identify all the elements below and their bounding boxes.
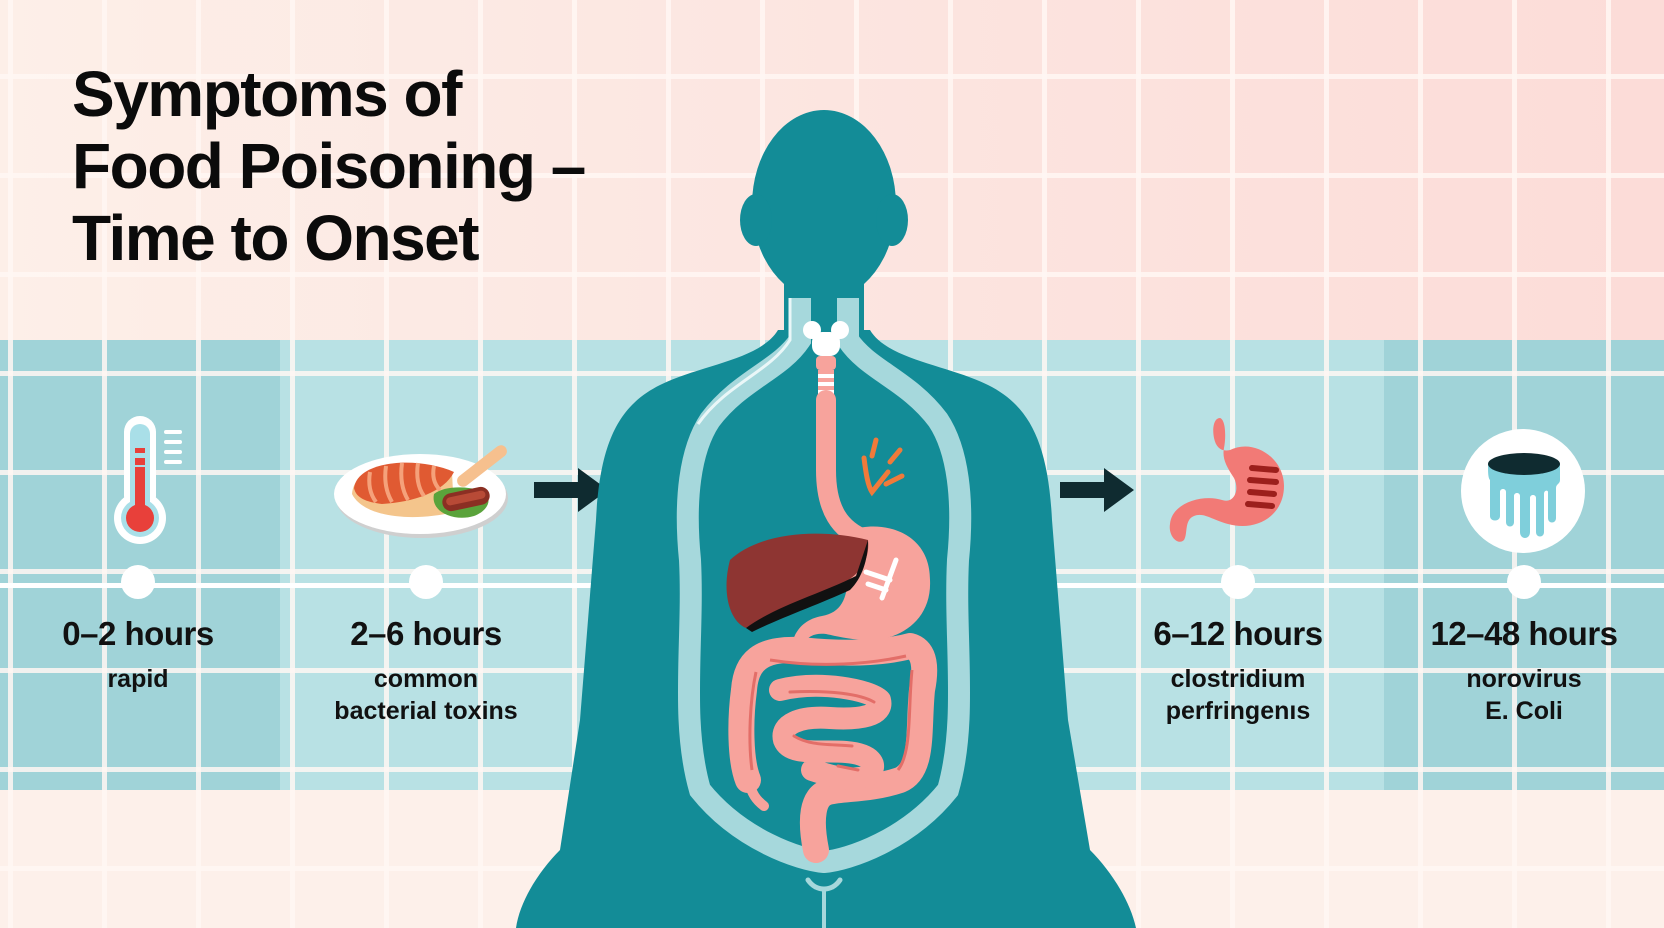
arrow-right-icon (1060, 468, 1134, 512)
liver (726, 533, 869, 628)
small-intestine (769, 674, 892, 790)
stage-description: clostridium perfringenıs (1108, 663, 1368, 727)
timeline-node (409, 565, 443, 599)
stage-description-line: rapid (107, 665, 169, 693)
title-line-3: Time to Onset (72, 202, 480, 274)
stage-description: norovirus E. Coli (1394, 663, 1654, 727)
title-line-2: Food Poisoning – (72, 130, 586, 202)
stage-range: 6–12 hours (1153, 615, 1323, 652)
stage-description-line: E. Coli (1485, 697, 1563, 725)
large-intestine (728, 633, 938, 863)
head (752, 110, 896, 300)
ear-right (876, 194, 908, 246)
stage-description: common bacterial toxins (296, 663, 556, 727)
ear-left (740, 194, 772, 246)
timeline-node (121, 565, 155, 599)
trachea (803, 321, 849, 356)
stage-range: 2–6 hours (350, 615, 502, 652)
stage-description-line: perfringenıs (1165, 697, 1311, 725)
thermometer-icon (114, 416, 182, 544)
stage-description-line: clostridium (1170, 665, 1306, 693)
human-body-figure (516, 110, 1136, 928)
page-title: Symptoms of Food Poisoning – Time to Ons… (72, 58, 586, 274)
stage-range: 0–2 hours (62, 615, 214, 652)
stage-description-line: bacterial toxins (334, 697, 518, 725)
dripping-liquid-icon (1461, 429, 1585, 553)
stage-description-line: common (373, 665, 479, 693)
stomach-icon (1169, 418, 1284, 542)
arrow-right-icon (534, 468, 608, 512)
title-line-1: Symptoms of (72, 58, 462, 130)
pain-lines-icon (861, 437, 905, 497)
timeline-node (1221, 565, 1255, 599)
inner-body-outline (676, 298, 972, 874)
stage-description: rapid (8, 663, 268, 695)
stage-description-line: norovirus (1466, 665, 1582, 693)
food-plate-icon (334, 445, 508, 538)
stage-range: 12–48 hours (1430, 615, 1618, 652)
timeline-node (1507, 565, 1541, 599)
